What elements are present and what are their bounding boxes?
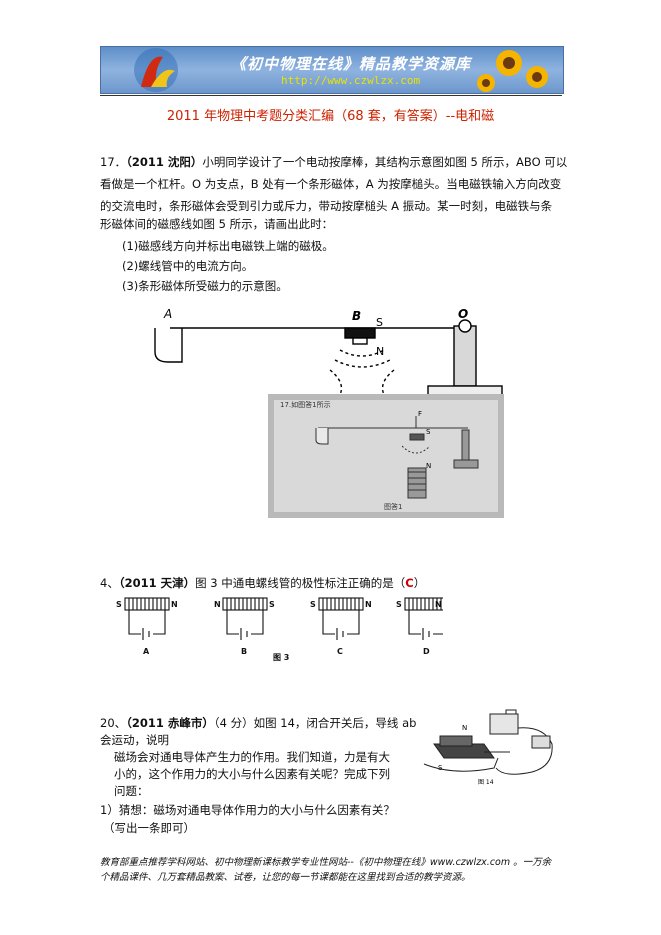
q4-stem: 4、（2011 天津）图 3 中通电螺线管的极性标注正确的是（C） [100,576,426,590]
opt-a-right: N [171,600,178,609]
opt-d-label: D [423,647,430,656]
opt-b-right: S [269,600,275,609]
opt-c-left: S [310,600,316,609]
banner-decoration [134,48,548,92]
answer-figure-drawing: F S N [315,410,479,499]
answer-label-n: N [426,462,431,470]
figure-3-solenoids: S N A N S B S N C S N D 图 3 [113,596,450,666]
q17-item-1: (1)磁感线方向并标出电磁铁上端的磁极。 [122,239,334,253]
opt-c-right: N [365,600,372,609]
opt-b-left: N [214,600,221,609]
q20-line7: （写出一条即可） [103,821,195,835]
fig14-label-s: S [438,764,443,772]
q17-line3: 的交流电时，条形磁体会受到引力或斥力，带动按摩槌头 A 振动。某一时刻，电磁铁与… [100,199,553,213]
answer-label-f: F [418,410,422,418]
q20-line5: 问题： [114,784,149,798]
header-banner: 《初中物理在线》精品教学资源库 http://www.czwlzx.com [100,46,564,94]
answer-photo: 17.如图答1所示 F S N 图答1 [268,394,504,518]
q17-line4: 形磁体间的磁感线如图 5 所示，请画出此时： [100,217,334,231]
q4-answer: C [405,576,414,590]
fig14-caption: 图 14 [478,779,494,786]
figure-3-label: 图 3 [273,653,290,662]
opt-c-label: C [337,647,343,656]
opt-a-label: A [143,647,150,656]
label-a: A [163,307,172,321]
divider [100,95,562,96]
page-title: 2011 年物理中考题分类汇编（68 套，有答案）--电和磁 [166,109,495,124]
answer-caption: 17.如图答1所示 [280,401,331,409]
footer-line1: 教育部重点推荐学科网站、初中物理新课标教学专业性网站--《初中物理在线》www.… [100,857,552,868]
figure-14-apparatus: N S 图 14 [423,709,553,786]
q17-line1: 17．（2011 沈阳）小明同学设计了一个电动按摩棒，其结构示意图如图 5 所示… [100,155,568,169]
q17-line2: 看做是一个杠杆。O 为支点，B 处有一个条形磁体，A 为按摩槌头。当电磁铁输入方… [100,177,562,191]
q20-line3: 磁场会对通电导体产生力的作用。我们知道，力是有大 [114,750,390,764]
banner-title: 《初中物理在线》精品教学资源库 [231,55,472,73]
q20-line6: 1）猜想：磁场对通电导体作用力的大小与什么因素有关？ [100,803,395,817]
q20-line1: 20、（2011 赤峰市）（4 分）如图 14，闭合开关后，导线 ab [100,716,417,730]
label-n: N [376,345,384,358]
solenoid-drawings: S N A N S B S N C S N D [116,597,450,656]
logo-flame-icon [141,56,163,87]
label-o: O [458,307,468,321]
q17-item-2: (2)螺线管中的电流方向。 [122,259,254,273]
label-b: B [352,309,361,323]
banner-url[interactable]: http://www.czwlzx.com [281,74,421,87]
answer-fig-label: 图答1 [384,503,403,511]
footer-line2: 个精品课件、几万套精品教案、试卷，让您的每一节课都能在这里找到合适的教学资源。 [100,872,471,883]
label-s: S [376,316,383,329]
q20-line2: 会运动，说明 [100,733,169,747]
opt-d-right: N [435,600,442,609]
q20-line4: 小的，这个作用力的大小与什么因素有关呢？完成下列 [114,767,390,781]
answer-label-s: S [426,428,431,436]
opt-b-label: B [241,647,247,656]
fig14-label-n: N [462,724,467,732]
opt-d-left: S [396,600,402,609]
opt-a-left: S [116,600,122,609]
q17-item-3: (3)条形磁体所受磁力的示意图。 [122,279,288,293]
